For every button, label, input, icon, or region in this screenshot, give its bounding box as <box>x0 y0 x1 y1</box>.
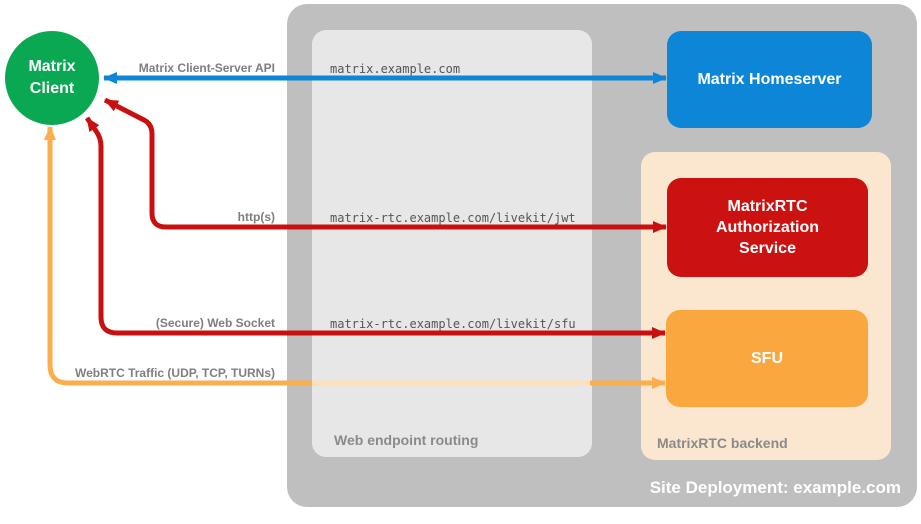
site-deployment-label: Site Deployment: example.com <box>649 478 901 497</box>
matrixrtc-authorization-service-label: MatrixRTC Authorization Service <box>715 198 820 257</box>
web-endpoint-routing-box <box>312 30 592 457</box>
sfu-node: SFU <box>666 310 868 407</box>
websocket-connection-label: (Secure) Web Socket <box>155 316 275 330</box>
matrixrtc-backend-label: MatrixRTC backend <box>657 435 788 451</box>
matrixrtc-authorization-service-node: MatrixRTC Authorization Service <box>667 178 868 277</box>
sfu-label: SFU <box>751 350 783 367</box>
endpoint-livekit-jwt: matrix-rtc.example.com/livekit/jwt <box>330 211 576 225</box>
client-server-api-connection-label: Matrix Client-Server API <box>138 61 275 75</box>
matrix-client-node: Matrix Client <box>5 31 99 125</box>
web-endpoint-routing-label: Web endpoint routing <box>334 432 479 448</box>
matrix-homeserver-node: Matrix Homeserver <box>667 31 872 128</box>
endpoint-matrix-example-com: matrix.example.com <box>330 62 461 76</box>
endpoint-livekit-sfu: matrix-rtc.example.com/livekit/sfu <box>330 317 576 331</box>
matrix-homeserver-label: Matrix Homeserver <box>697 71 842 88</box>
matrix-client-label: Matrix Client <box>28 58 76 97</box>
https-connection-label: http(s) <box>237 210 275 224</box>
webrtc-traffic-connection-label: WebRTC Traffic (UDP, TCP, TURNs) <box>74 366 275 380</box>
